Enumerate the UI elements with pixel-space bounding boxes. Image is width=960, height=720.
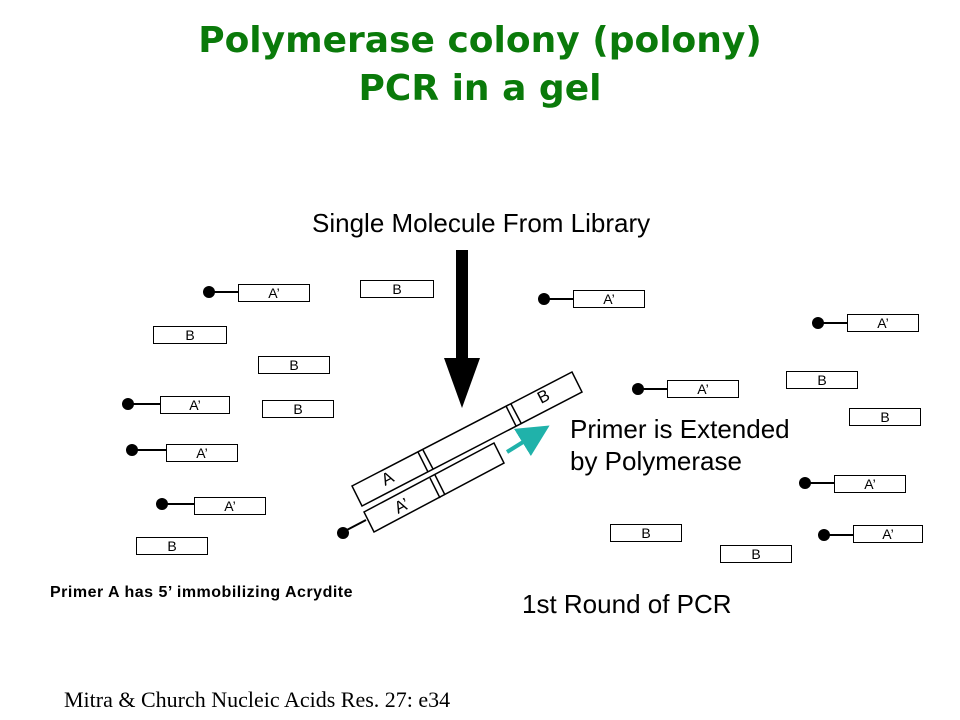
primer-b: B xyxy=(258,356,330,374)
extension-label-line-2: by Polymerase xyxy=(570,446,742,476)
acrydite-anchor xyxy=(538,293,550,305)
primer-a-prime: A’ xyxy=(573,290,645,308)
primer-b: B xyxy=(610,524,682,542)
primer-linker xyxy=(821,322,847,324)
primer-note: Primer A has 5’ immobilizing Acrydite xyxy=(50,584,354,601)
primer-linker xyxy=(131,403,160,405)
slide-title-line-1: Polymerase colony (polony) xyxy=(198,20,762,61)
extension-label-line-1: Primer is Extended xyxy=(570,414,790,444)
primer-a-prime: A’ xyxy=(834,475,906,493)
primer-a-prime: A’ xyxy=(238,284,310,302)
primer-linker xyxy=(547,298,573,300)
primer-b: B xyxy=(153,326,227,344)
primer-b: B xyxy=(849,408,921,426)
single-molecule-heading: Single Molecule From Library xyxy=(312,208,651,238)
primer-a-prime: A’ xyxy=(160,396,230,414)
acrydite-anchor xyxy=(156,498,168,510)
round-label: 1st Round of PCR xyxy=(522,589,732,619)
primer-b: B xyxy=(136,537,208,555)
acrydite-anchor xyxy=(818,529,830,541)
acrydite-anchor xyxy=(812,317,824,329)
primer-linker xyxy=(827,534,853,536)
extending-primer-strand xyxy=(337,441,505,539)
primer-b: B xyxy=(786,371,858,389)
extension-arrow-icon xyxy=(505,425,550,457)
primer-linker xyxy=(808,482,834,484)
primer-b: B xyxy=(360,280,434,298)
acrydite-anchor xyxy=(799,477,811,489)
primer-linker xyxy=(165,503,194,505)
primer-a-prime: A’ xyxy=(853,525,923,543)
primer-linker xyxy=(212,291,238,293)
acrydite-anchor xyxy=(122,398,134,410)
primer-a-prime: A’ xyxy=(667,380,739,398)
slide-title-line-2: PCR in a gel xyxy=(358,68,602,109)
acrydite-anchor xyxy=(337,527,349,539)
acrydite-anchor xyxy=(126,444,138,456)
primer-a-prime: A’ xyxy=(847,314,919,332)
template-strand xyxy=(350,370,584,508)
acrydite-anchor xyxy=(632,383,644,395)
primer-b: B xyxy=(262,400,334,418)
acrydite-anchor xyxy=(203,286,215,298)
primer-a-prime: A’ xyxy=(194,497,266,515)
primer-a-prime: A’ xyxy=(166,444,238,462)
down-arrow-icon xyxy=(444,250,480,408)
primer-b: B xyxy=(720,545,792,563)
citation: Mitra & Church Nucleic Acids Res. 27: e3… xyxy=(64,687,451,712)
primer-linker xyxy=(135,449,166,451)
primer-linker xyxy=(641,388,667,390)
